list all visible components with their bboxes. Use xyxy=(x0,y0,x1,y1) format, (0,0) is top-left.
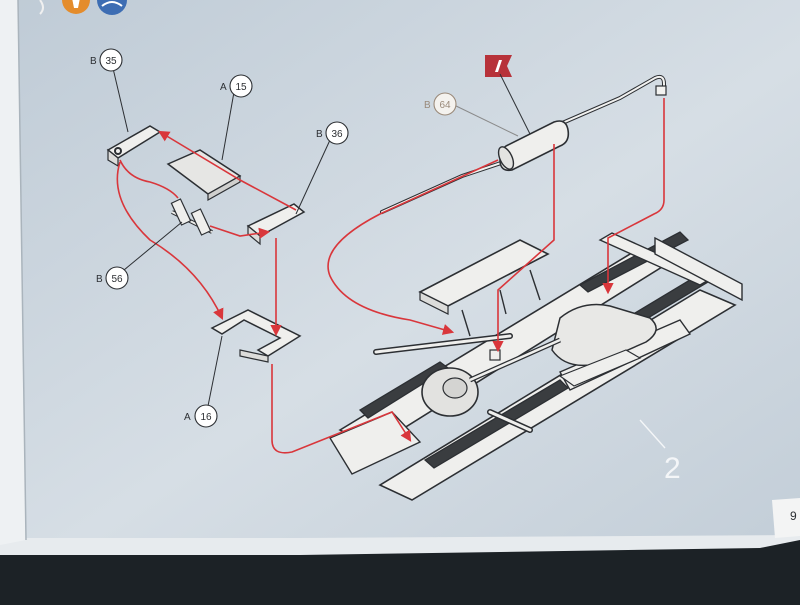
callout-b56: B 56 xyxy=(96,266,129,290)
assembly-arrows xyxy=(116,98,665,454)
callout-number: 56 xyxy=(111,274,123,285)
page-sheet xyxy=(0,0,800,538)
callout-b36: B 36 xyxy=(316,121,349,145)
tank-part xyxy=(497,120,570,172)
part-b35 xyxy=(106,125,162,168)
binding-crease xyxy=(17,0,27,541)
callout-letter: B xyxy=(96,274,103,285)
callout-a16: A 16 xyxy=(184,404,218,428)
callout-letter: B xyxy=(90,56,97,67)
callout-letter: B xyxy=(424,100,431,111)
callout-b35: B 35 xyxy=(90,48,123,72)
chassis-assembly xyxy=(328,231,743,501)
callout-number: 35 xyxy=(105,56,117,67)
callout-a15: A 15 xyxy=(220,74,253,98)
step-number-fragment xyxy=(39,0,44,15)
page-number: 9 xyxy=(790,509,797,523)
next-page-edge xyxy=(772,498,800,538)
callout-number: 36 xyxy=(331,129,343,140)
step-marker: 2 xyxy=(664,452,681,485)
flag-icon xyxy=(485,55,512,77)
part-a15 xyxy=(166,149,242,202)
callout-letter: A xyxy=(220,82,227,93)
glue-icon xyxy=(62,0,90,14)
leader-lines xyxy=(111,63,531,407)
callout-b64: B 64 xyxy=(424,92,457,116)
callout-letter: B xyxy=(316,129,323,140)
callout-letter: A xyxy=(184,412,191,423)
callout-number: 15 xyxy=(235,82,247,93)
part-a16 xyxy=(210,309,302,363)
decal-icon xyxy=(97,0,127,15)
leader-line-faded xyxy=(451,103,666,449)
callout-number: 16 xyxy=(200,412,212,423)
callout-number: 64 xyxy=(439,100,451,111)
part-b56 xyxy=(170,198,213,236)
